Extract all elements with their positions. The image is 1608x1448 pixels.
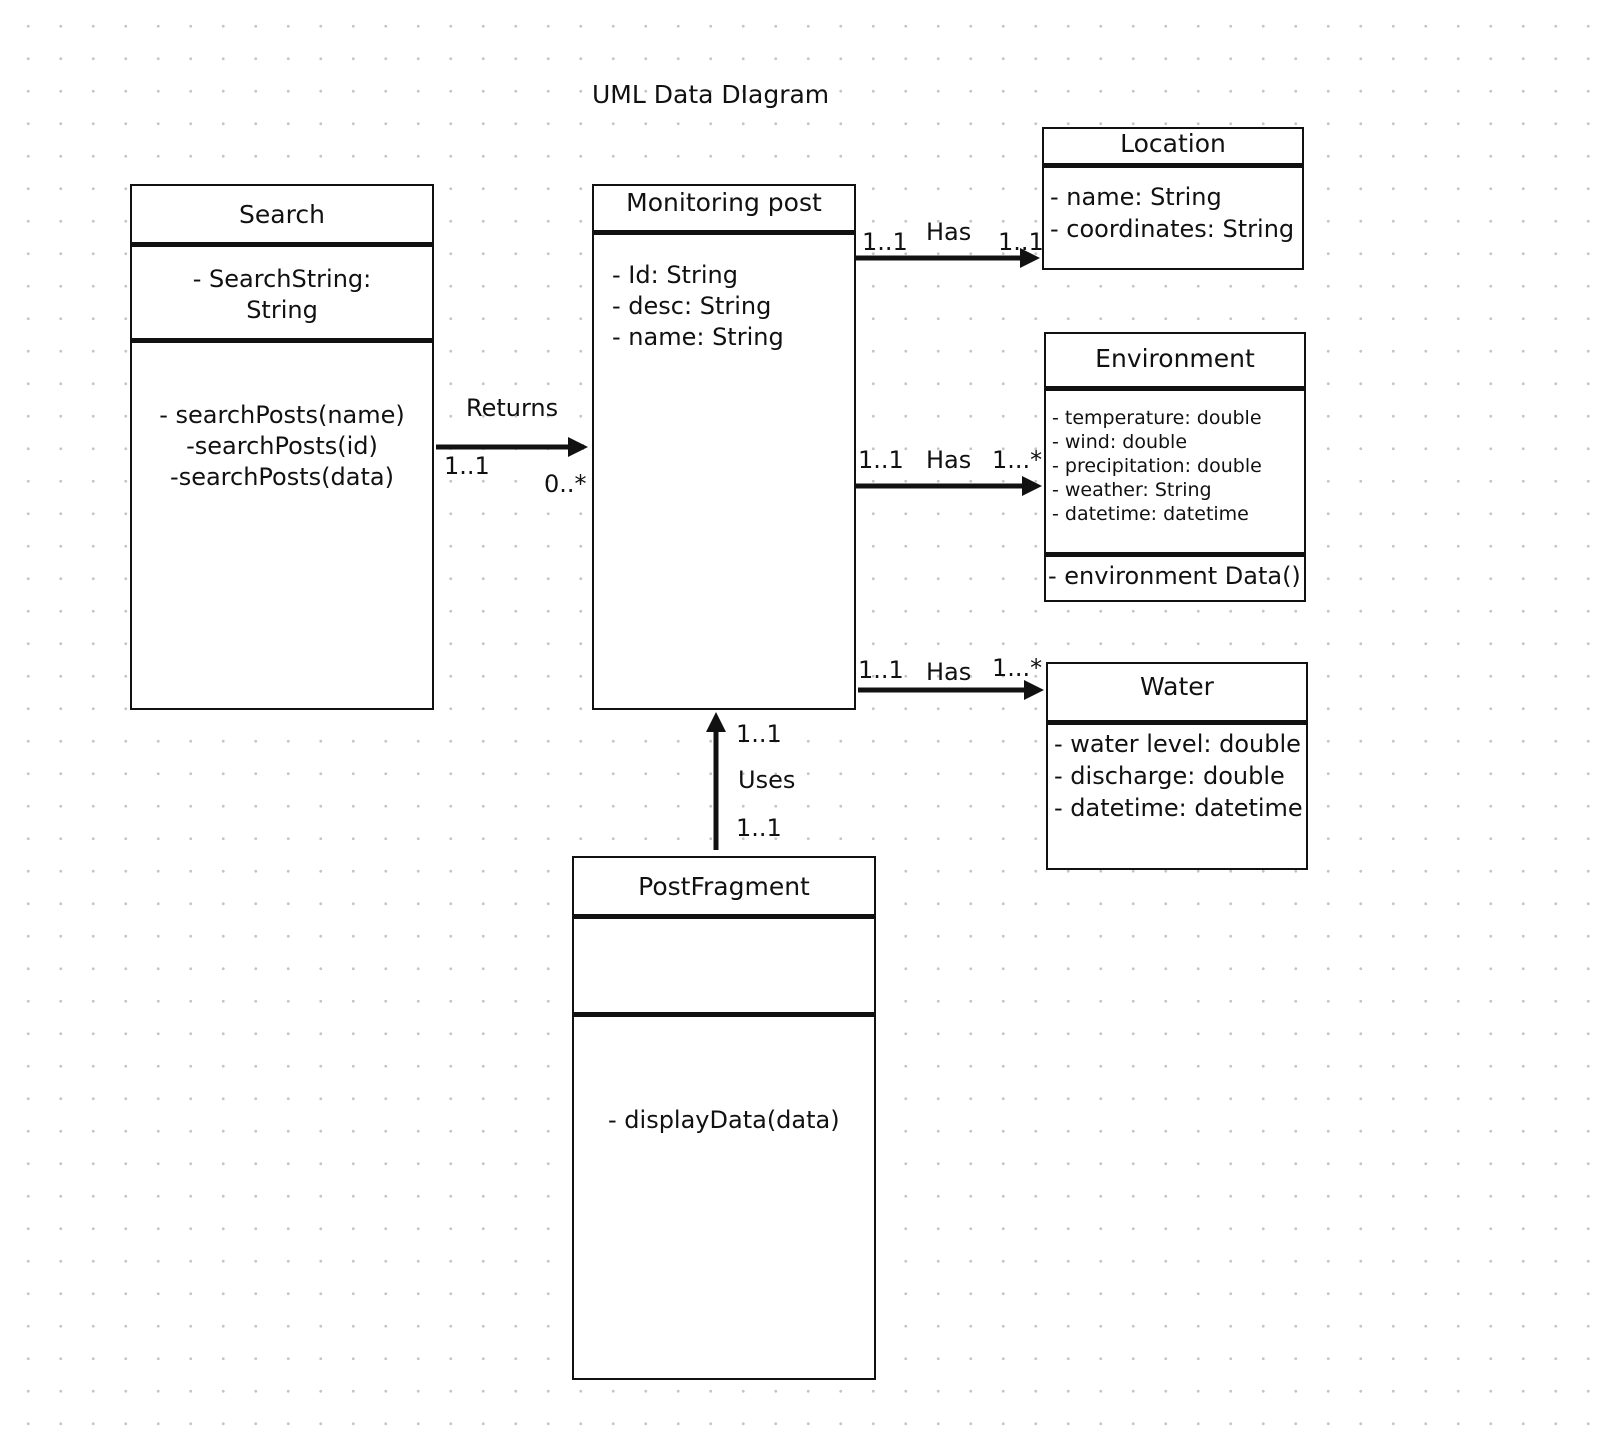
attribute: - temperature: double [1052, 407, 1262, 429]
class-monitoring-post[interactable]: Monitoring post - Id: String - desc: Str… [592, 184, 856, 710]
method: - searchPosts(name) [159, 401, 405, 429]
attribute-section: - water level: double - discharge: doubl… [1054, 728, 1303, 824]
method-section: - searchPosts(name) -searchPosts(id) -se… [132, 400, 432, 493]
multiplicity-label: 1..1 [858, 446, 904, 474]
attribute-section: - Id: String - desc: String - name: Stri… [612, 260, 784, 353]
attribute: - coordinates: String [1050, 215, 1295, 243]
multiplicity-label: 1...* [992, 446, 1043, 474]
arrowhead-icon [706, 712, 726, 732]
diagram-title: UML Data DIagram [592, 80, 830, 109]
class-name: Environment [1095, 344, 1255, 373]
class-divider [1047, 720, 1307, 725]
multiplicity-label: 0..* [544, 470, 587, 498]
attribute: - datetime: datetime [1052, 503, 1249, 525]
relation-label: Has [926, 658, 972, 686]
class-search[interactable]: Search - SearchString: String - searchPo… [130, 184, 434, 710]
class-divider [573, 914, 875, 919]
attribute: - wind: double [1052, 431, 1188, 453]
arrowhead-icon [568, 437, 588, 457]
class-post-fragment[interactable]: PostFragment - displayData(data) [572, 856, 876, 1380]
attribute: - SearchString: [192, 265, 372, 293]
attribute: - weather: String [1052, 479, 1212, 501]
method: -searchPosts(id) [186, 432, 378, 460]
method: - environment Data() [1048, 562, 1301, 590]
class-name: Monitoring post [626, 188, 822, 217]
attribute-section: - temperature: double - wind: double - p… [1052, 406, 1262, 526]
method-section: - environment Data() [1048, 560, 1301, 592]
class-divider [131, 338, 433, 343]
class-name: Search [239, 200, 325, 229]
multiplicity-label: 1..1 [444, 452, 490, 480]
class-divider [573, 1012, 875, 1017]
class-environment[interactable]: Environment - temperature: double - wind… [1044, 332, 1306, 602]
class-divider [131, 242, 433, 247]
arrowhead-icon [1020, 248, 1040, 268]
arrowhead-icon [1024, 680, 1044, 700]
method: - displayData(data) [608, 1106, 840, 1134]
multiplicity-label: 1...* [992, 654, 1043, 682]
attribute: - name: String [1050, 183, 1222, 211]
attribute-section: - SearchString: String [132, 264, 432, 326]
class-water[interactable]: Water - water level: double - discharge:… [1046, 662, 1308, 870]
class-divider [1045, 552, 1305, 557]
attribute: - datetime: datetime [1054, 794, 1303, 822]
attribute: - name: String [612, 323, 784, 351]
relation-label: Returns [466, 394, 559, 422]
multiplicity-label: 1..1 [862, 228, 908, 256]
class-divider [593, 230, 855, 235]
multiplicity-label: 1..1 [736, 720, 782, 748]
attribute: - precipitation: double [1052, 455, 1262, 477]
attribute: - Id: String [612, 261, 738, 289]
arrowhead-icon [1022, 476, 1042, 496]
class-name: Water [1140, 672, 1214, 701]
relation-label: Uses [738, 766, 796, 794]
multiplicity-label: 1..1 [736, 814, 782, 842]
class-name: Location [1120, 129, 1226, 158]
class-divider [1043, 163, 1303, 168]
attribute: - discharge: double [1054, 762, 1285, 790]
multiplicity-label: 1..1 [858, 656, 904, 684]
attribute: String [246, 296, 318, 324]
attribute: - water level: double [1054, 730, 1301, 758]
class-location[interactable]: Location - name: String - coordinates: S… [1042, 127, 1304, 270]
relation-label: Has [926, 446, 972, 474]
attribute: - desc: String [612, 292, 772, 320]
method-section: - displayData(data) [608, 1104, 840, 1136]
method: -searchPosts(data) [170, 463, 394, 491]
relation-label: Has [926, 218, 972, 246]
multiplicity-label: 1..1 [998, 228, 1044, 256]
class-divider [1045, 386, 1305, 391]
class-name: PostFragment [638, 872, 810, 901]
attribute-section: - name: String - coordinates: String [1050, 181, 1294, 245]
